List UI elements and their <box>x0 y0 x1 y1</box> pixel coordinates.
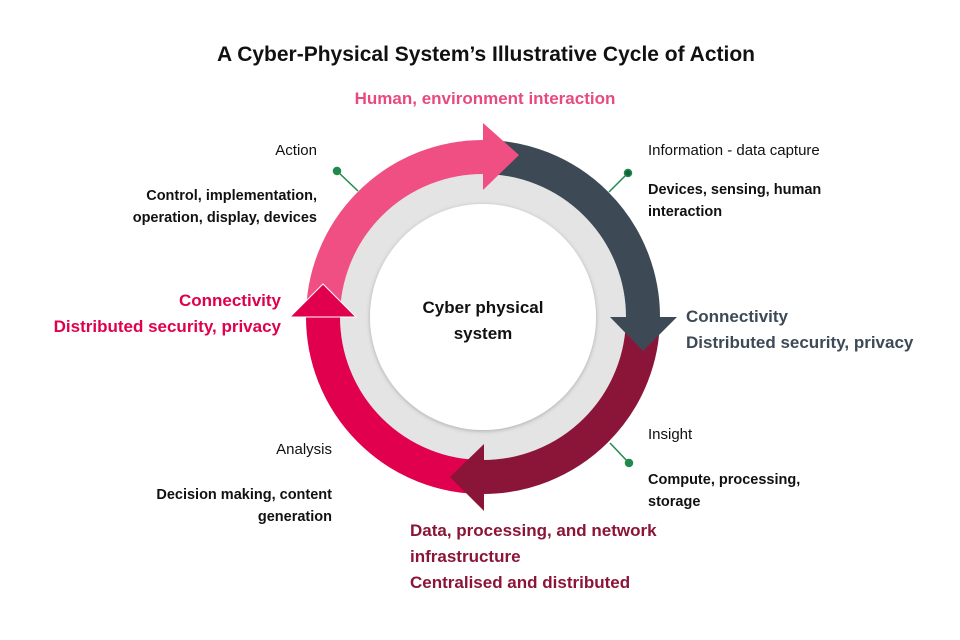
heading-line: Centralised and distributed <box>410 573 631 592</box>
leader-dot-action <box>332 166 342 176</box>
leader-dot-information <box>623 168 633 178</box>
arc-information <box>482 140 660 318</box>
detail-line: Compute, processing, <box>648 472 801 488</box>
arrowhead-down-icon <box>610 317 677 351</box>
leader-dot-insight <box>624 458 634 468</box>
detail-line: storage <box>648 494 701 510</box>
arrowhead-up-icon <box>288 283 358 318</box>
detail-line: interaction <box>648 204 723 220</box>
stage-details-action: Control, implementation, operation, disp… <box>133 185 317 229</box>
stage-details-information: Devices, sensing, human interaction <box>648 179 821 223</box>
heading-line: Distributed security, privacy <box>686 333 914 352</box>
arrowhead-right-icon <box>483 123 519 190</box>
detail-line: operation, display, devices <box>132 210 317 226</box>
detail-line: Devices, sensing, human <box>648 182 822 198</box>
leader-line-information <box>608 172 629 193</box>
left-heading: Connectivity Distributed security, priva… <box>54 288 281 340</box>
detail-line: generation <box>257 509 332 525</box>
stage-details-insight: Compute, processing, storage <box>648 469 800 513</box>
stage-label-action: Action <box>275 142 317 159</box>
stage-label-information: Information - data capture <box>648 142 820 159</box>
arc-action <box>306 140 484 318</box>
detail-line: Decision making, content <box>156 487 332 503</box>
right-heading: Connectivity Distributed security, priva… <box>686 304 913 356</box>
top-heading: Human, environment interaction <box>354 89 616 108</box>
heading-line: Connectivity <box>686 307 789 326</box>
heading-line: Distributed security, privacy <box>53 317 281 336</box>
center-disk <box>370 204 596 430</box>
arc-analysis <box>306 316 484 494</box>
diagram-title: A Cyber-Physical System’s Illustrative C… <box>216 43 756 66</box>
center-label: Cyber physical system <box>383 295 583 347</box>
stage-details-analysis: Decision making, content generation <box>156 484 332 528</box>
heading-line: Data, processing, and network <box>410 521 657 540</box>
arc-insight <box>482 316 660 494</box>
heading-line: Connectivity <box>178 291 281 310</box>
stage-label-analysis: Analysis <box>276 441 332 458</box>
arrowhead-left-icon <box>450 444 484 511</box>
center-label-line: system <box>453 324 513 343</box>
detail-line: Control, implementation, <box>146 188 317 204</box>
leader-line-insight <box>609 442 630 464</box>
bottom-heading: Data, processing, and network infrastruc… <box>410 518 657 596</box>
leader-line-action <box>336 170 359 192</box>
heading-line: infrastructure <box>410 547 521 566</box>
stage-label-insight: Insight <box>648 426 693 443</box>
center-label-line: Cyber physical <box>422 298 544 317</box>
